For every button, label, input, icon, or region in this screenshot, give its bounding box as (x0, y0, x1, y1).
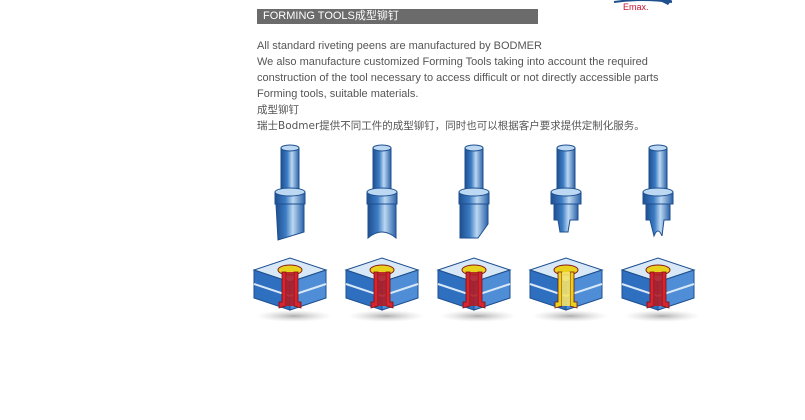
sectioned-workpiece (620, 257, 696, 311)
logo-swoosh-icon (613, 0, 673, 5)
forming-punch-icon (528, 144, 608, 322)
forming-punch-icon (252, 144, 332, 322)
description-line: construction of the tool necessary to ac… (257, 72, 659, 84)
description-line: Forming tools, suitable materials. (257, 88, 419, 100)
forming-punch-icon (620, 144, 700, 322)
forming-tools-illustration (252, 144, 700, 322)
logo-text: Emax. (623, 2, 649, 12)
forming-punch-icon (436, 144, 516, 322)
sectioned-workpiece (436, 257, 512, 311)
description-block: All standard riveting peens are manufact… (257, 38, 777, 134)
description-line: We also manufacture customized Forming T… (257, 56, 648, 68)
sectioned-workpiece (252, 257, 328, 311)
forming-punch-icon (344, 144, 424, 322)
description-line: 成型铆钉 (257, 104, 299, 116)
sectioned-workpiece (344, 257, 420, 311)
description-line: All standard riveting peens are manufact… (257, 40, 542, 52)
sectioned-workpiece (528, 257, 604, 311)
description-line: 瑞士Bodmer提供不同工件的成型铆钉，同时也可以根据客户要求提供定制化服务。 (257, 120, 645, 132)
section-title: FORMING TOOLS成型铆钉 (257, 9, 538, 24)
brand-logo: Emax. (612, 0, 674, 15)
